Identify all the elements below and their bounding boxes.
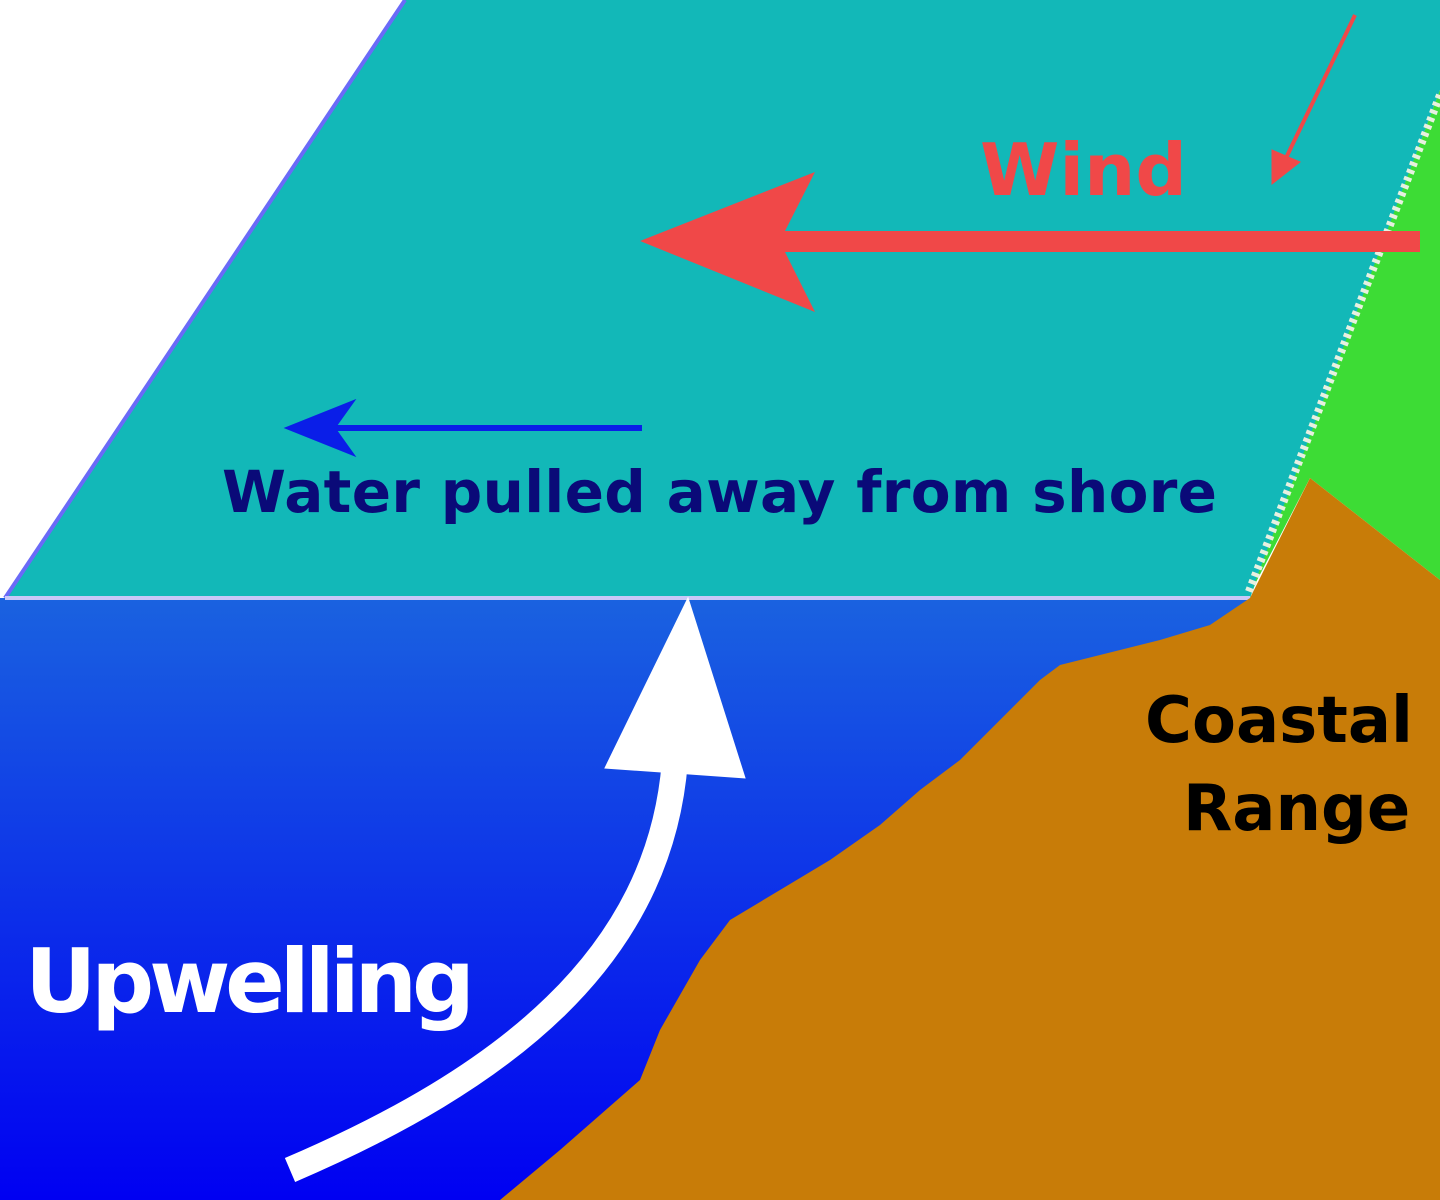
- water-label: Water pulled away from shore: [222, 458, 1217, 526]
- shoreline: [1244, 93, 1440, 596]
- wind-label: Wind: [980, 128, 1187, 212]
- surface-edge-left: [3, 0, 407, 600]
- wind-direction-arrow: [1271, 14, 1357, 186]
- wind-arrow: [640, 172, 1420, 312]
- upwelling-label: Upwelling: [25, 930, 475, 1033]
- coastal-range-label-line1: Coastal: [1145, 684, 1413, 758]
- coastal-range-label-line2: Range: [1183, 772, 1410, 846]
- water-movement-arrow: [283, 398, 642, 458]
- coastal-range: [500, 478, 1440, 1200]
- ocean-surface: [5, 0, 1440, 598]
- upwelling-arrow: [284, 596, 746, 1182]
